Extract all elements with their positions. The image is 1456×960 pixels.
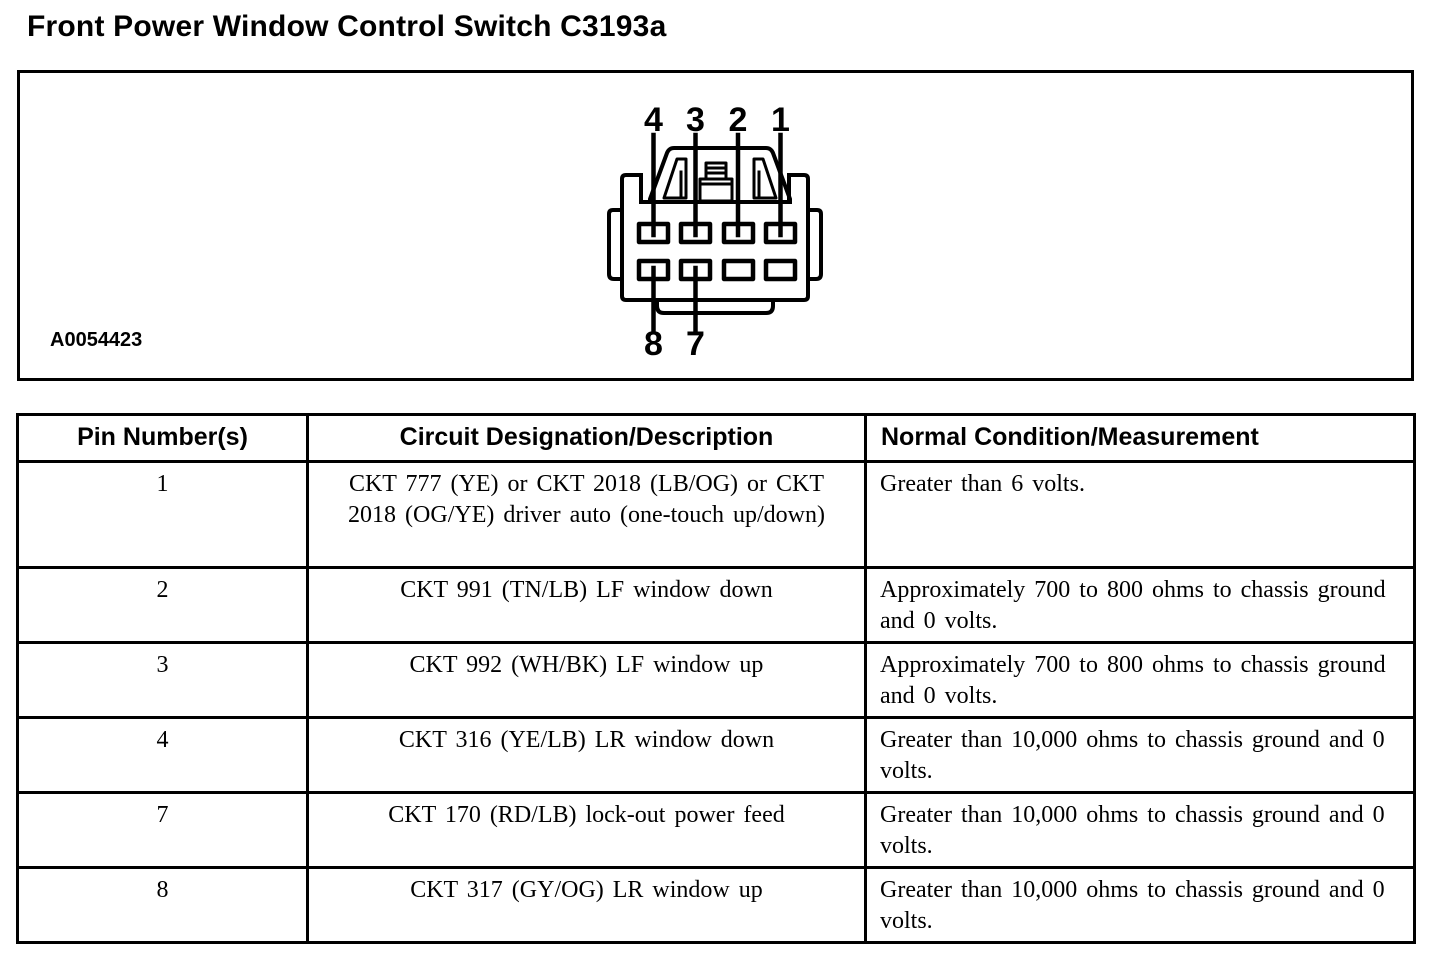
normal-condition-cell: Greater than 10,000 ohms to chassis grou…: [864, 791, 1416, 869]
connector-latch: [698, 161, 734, 203]
circuit-cell: CKT 777 (YE) or CKT 2018 (LB/OG) or CKT …: [306, 460, 867, 569]
connector-body-outline: [620, 173, 810, 302]
connector-right-tab: [806, 208, 823, 281]
circuit-cell: CKT 317 (GY/OG) LR window up: [306, 866, 867, 944]
circuit-cell: CKT 991 (TN/LB) LF window down: [306, 566, 867, 644]
column-header-pin-numbers: Pin Number(s): [16, 413, 309, 463]
table-header-row: Pin Number(s) Circuit Designation/Descri…: [16, 413, 1416, 463]
pin-label-7: 7: [686, 325, 705, 363]
pin-cavity-5: [763, 258, 798, 282]
connector-hood-right-rib: [752, 157, 778, 200]
figure-ref-code: A0054423: [50, 329, 143, 351]
pin-label-2: 2: [729, 101, 748, 139]
pin-label-3: 3: [686, 101, 705, 139]
connector-hood: [648, 146, 792, 204]
pin-number-cell: 8: [16, 866, 309, 944]
pin-label-1: 1: [771, 101, 790, 139]
table-row: 3 CKT 992 (WH/BK) LF window up Approxima…: [16, 641, 1416, 719]
pin-cavity-6: [721, 258, 756, 282]
connector-figure-box: 4 3 2 1 8 7 A0054423: [17, 70, 1414, 381]
normal-condition-cell: Greater than 10,000 ohms to chassis grou…: [864, 866, 1416, 944]
normal-condition-cell: Approximately 700 to 800 ohms to chassis…: [864, 641, 1416, 719]
normal-condition-cell: Greater than 10,000 ohms to chassis grou…: [864, 716, 1416, 794]
connector-left-tab: [607, 208, 624, 281]
pin-number-cell: 3: [16, 641, 309, 719]
normal-condition-cell: Approximately 700 to 800 ohms to chassis…: [864, 566, 1416, 644]
column-header-circuit-designation: Circuit Designation/Description: [306, 413, 867, 463]
connector-hood-left-rib: [662, 157, 688, 200]
normal-condition-cell: Greater than 6 volts.: [864, 460, 1416, 569]
pin-number-cell: 7: [16, 791, 309, 869]
page-title: Front Power Window Control Switch C3193a: [27, 10, 667, 43]
circuit-cell: CKT 316 (YE/LB) LR window down: [306, 716, 867, 794]
table-row: 7 CKT 170 (RD/LB) lock-out power feed Gr…: [16, 791, 1416, 869]
pin-label-8: 8: [644, 325, 663, 363]
pin-circuit-table: Pin Number(s) Circuit Designation/Descri…: [16, 413, 1416, 944]
pin-label-4: 4: [644, 101, 663, 139]
circuit-cell: CKT 170 (RD/LB) lock-out power feed: [306, 791, 867, 869]
pin-number-cell: 1: [16, 460, 309, 569]
table-row: 1 CKT 777 (YE) or CKT 2018 (LB/OG) or CK…: [16, 460, 1416, 569]
circuit-cell: CKT 992 (WH/BK) LF window up: [306, 641, 867, 719]
pin-number-cell: 2: [16, 566, 309, 644]
table-row: 2 CKT 991 (TN/LB) LF window down Approxi…: [16, 566, 1416, 644]
connector-bottom-skirt: [655, 298, 775, 315]
pin-number-cell: 4: [16, 716, 309, 794]
table-row: 4 CKT 316 (YE/LB) LR window down Greater…: [16, 716, 1416, 794]
connector-diagram: 4 3 2 1 8 7: [607, 101, 823, 363]
column-header-normal-condition: Normal Condition/Measurement: [864, 413, 1416, 463]
table-row: 8 CKT 317 (GY/OG) LR window up Greater t…: [16, 866, 1416, 944]
